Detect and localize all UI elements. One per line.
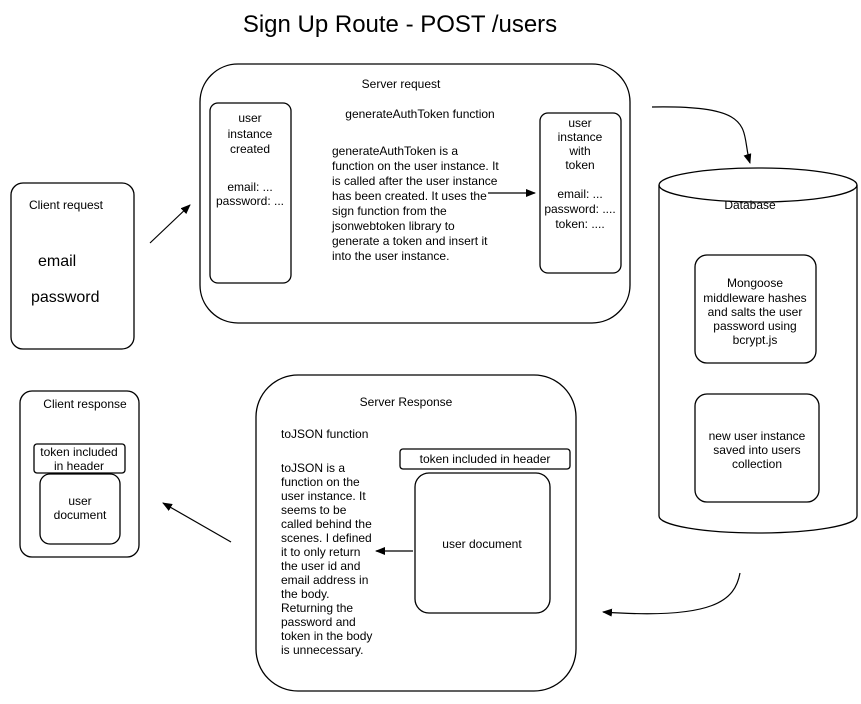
client-request-email: email: [38, 253, 76, 270]
user-created-password-field: password: ...: [216, 194, 284, 208]
user-with-token-title-line: instance: [558, 130, 603, 144]
client-user-document-line: user: [68, 494, 91, 508]
to-json-line: Returning the: [281, 601, 353, 615]
to-json-title: toJSON function: [281, 427, 368, 441]
middleware-line: middleware hashes: [703, 291, 806, 305]
user-with-token-token-field: token: ....: [555, 217, 604, 231]
user-created-title-line: created: [230, 142, 270, 156]
description-line: jsonwebtoken library to: [331, 219, 455, 233]
client-user-document-box: user document: [39, 473, 121, 545]
generate-auth-token-description: generateAuthToken is a function on the u…: [331, 144, 499, 263]
middleware-line: Mongoose: [727, 276, 783, 290]
user-with-token-title-line: token: [565, 158, 594, 172]
user-created-email-field: email: ...: [227, 180, 272, 194]
to-json-line: scenes. I defined: [281, 531, 372, 545]
to-json-line: user instance. It: [281, 489, 366, 503]
arrow-response-to-client: [162, 502, 232, 543]
user-instance-created-box: user instance created email: ... passwor…: [209, 102, 292, 284]
to-json-line: function on the: [281, 475, 360, 489]
client-response-label: Client response: [43, 397, 127, 411]
middleware-line: bcrypt.js: [733, 333, 778, 347]
database-cylinder: Database Mongoose middleware hashes and …: [658, 167, 858, 534]
generate-auth-token-title: generateAuthToken function: [345, 107, 494, 121]
user-created-title-line: user: [238, 111, 261, 125]
arrow-client-to-server: [149, 204, 191, 244]
description-line: sign function from the: [332, 204, 447, 218]
description-line: generate a token and insert it: [332, 234, 488, 248]
server-response-label: Server Response: [360, 395, 453, 409]
database-label: Database: [724, 198, 776, 212]
mongoose-middleware-box: Mongoose middleware hashes and salts the…: [694, 254, 817, 364]
diagram-title: Sign Up Route - POST /users: [243, 11, 557, 38]
description-line: is called after the user instance: [332, 174, 498, 188]
user-with-token-email-field: email: ...: [557, 187, 602, 201]
user-created-title-line: instance: [228, 127, 273, 141]
server-request-box: Server request generateAuthToken functio…: [199, 63, 631, 324]
client-user-document-line: document: [54, 508, 107, 522]
server-response-box: Server Response toJSON function toJSON i…: [255, 374, 577, 692]
user-instance-with-token-box: user instance with token email: ... pass…: [539, 112, 622, 274]
to-json-line: called behind the: [281, 517, 372, 531]
description-line: into the user instance.: [332, 249, 449, 263]
to-json-line: token in the body: [281, 629, 372, 643]
to-json-line: toJSON is a: [281, 461, 345, 475]
client-response-box: Client response token included in header…: [19, 390, 140, 558]
client-token-header-line: in header: [54, 459, 104, 473]
to-json-line: email address in: [281, 573, 368, 587]
saved-line: saved into users: [713, 443, 800, 457]
description-line: generateAuthToken is a: [332, 144, 458, 158]
to-json-line: password and: [281, 615, 356, 629]
saved-line: new user instance: [709, 429, 806, 443]
middleware-line: and salts the user: [708, 305, 803, 319]
to-json-line: seems to be: [281, 503, 347, 517]
client-token-header-box: token included in header: [33, 443, 126, 474]
user-with-token-password-field: password: ....: [544, 202, 615, 216]
client-request-password: password: [31, 289, 99, 306]
client-request-box: Client request email password: [10, 182, 135, 350]
response-user-document-box: user document: [414, 472, 551, 614]
arrow-database-to-response: [602, 572, 741, 617]
saved-line: collection: [732, 457, 782, 471]
to-json-description: toJSON is a function on the user instanc…: [281, 461, 372, 657]
description-line: function on the user instance. It: [332, 159, 499, 173]
middleware-line: password using: [713, 319, 796, 333]
response-user-document-label: user document: [442, 537, 522, 551]
description-line: has been created. It uses the: [332, 189, 487, 203]
user-with-token-title-line: with: [568, 144, 590, 158]
to-json-line: it to only return: [281, 545, 360, 559]
user-with-token-title-line: user: [568, 116, 591, 130]
to-json-line: the user id and: [281, 559, 360, 573]
server-request-label: Server request: [362, 77, 441, 91]
to-json-line: is unnecessary.: [281, 643, 363, 657]
response-token-header-box: token included in header: [399, 448, 571, 470]
response-token-header-label: token included in header: [420, 452, 551, 466]
client-token-header-line: token included: [40, 445, 117, 459]
arrow-server-to-database: [651, 106, 752, 164]
to-json-line: the body.: [281, 587, 329, 601]
client-request-label: Client request: [29, 198, 104, 212]
user-saved-box: new user instance saved into users colle…: [694, 393, 820, 503]
